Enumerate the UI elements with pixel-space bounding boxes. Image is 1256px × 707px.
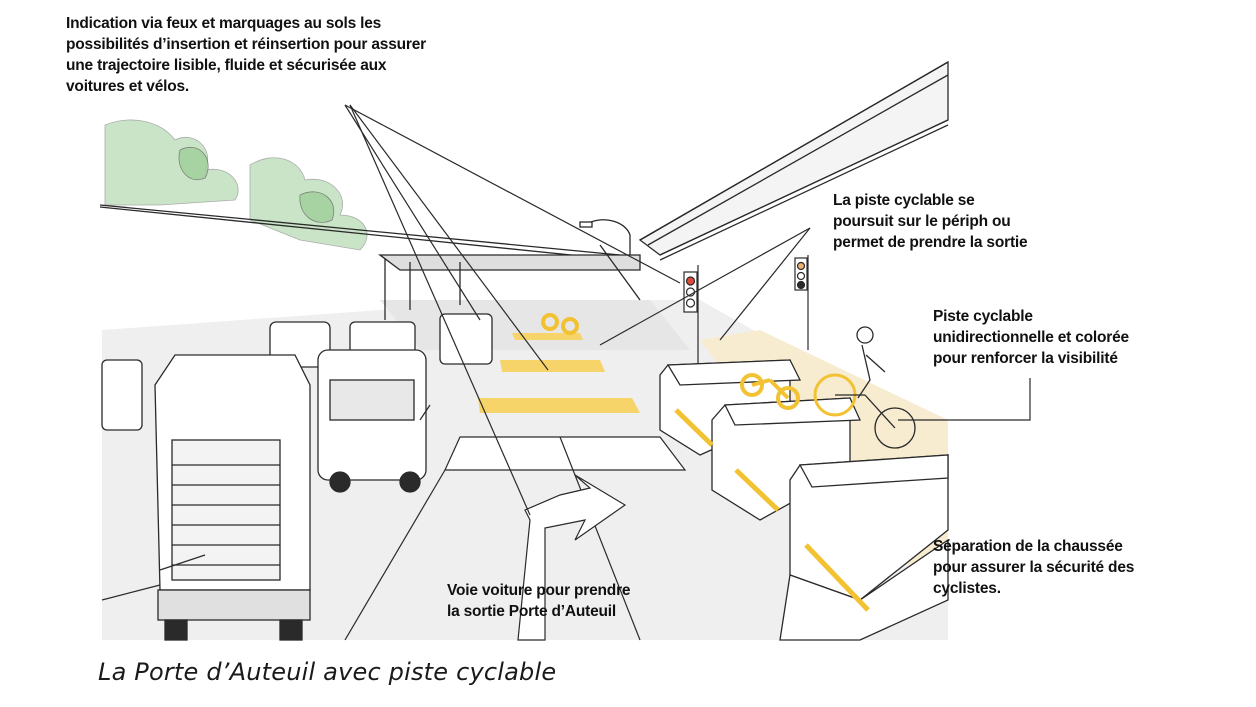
annotation-separation: Séparation de la chaussée pour assurer l… — [933, 536, 1134, 599]
truck — [154, 354, 311, 641]
overpass — [99, 60, 949, 320]
bike-symbol — [541, 313, 800, 410]
annotation-continuation-line-3: permet de prendre la sortie — [833, 234, 1028, 251]
traffic-light-near — [683, 265, 699, 375]
lane-marking — [344, 436, 687, 641]
street-lamp — [579, 219, 631, 255]
annotation-separation-line-3: cyclistes. — [933, 580, 1001, 597]
concrete-separators — [659, 359, 949, 641]
yellow-crossing-markings — [478, 333, 640, 413]
annotation-car-lane: Voie voiture pour prendre la sortie Port… — [447, 580, 631, 622]
separator-yellow-stripes — [674, 408, 870, 612]
annotation-signals: Indication via feux et marquages au sols… — [66, 13, 426, 97]
turn-arrow — [517, 474, 627, 641]
annotation-signals-line-4: voitures et vélos. — [66, 78, 190, 95]
annotation-signals-line-3: une trajectoire lisible, fluide et sécur… — [66, 57, 387, 74]
cars — [101, 313, 493, 493]
figure-caption: La Porte d’Auteuil avec piste cyclable — [98, 658, 557, 686]
foliage — [104, 119, 368, 251]
annotation-continuation-line-1: La piste cyclable se — [833, 192, 975, 209]
road-far-shading — [380, 300, 690, 350]
annotation-continuation: La piste cyclable se poursuit sur le pér… — [833, 190, 1028, 253]
annotation-car-lane-line-1: Voie voiture pour prendre — [447, 582, 631, 599]
annotation-car-lane-line-2: la sortie Porte d’Auteuil — [447, 603, 616, 620]
annotation-signals-line-1: Indication via feux et marquages au sols… — [66, 15, 382, 32]
annotation-colored-lane-line-1: Piste cyclable — [933, 308, 1033, 325]
cyclist — [813, 326, 916, 449]
annotation-continuation-line-2: poursuit sur le périph ou — [833, 213, 1011, 230]
annotation-colored-lane-line-3: pour renforcer la visibilité — [933, 350, 1118, 367]
leader-lines — [344, 104, 1031, 516]
annotation-signals-line-2: possibilités d’insertion et réinsertion … — [66, 36, 426, 53]
lane-dashes — [101, 404, 431, 601]
annotation-colored-lane: Piste cyclable unidirectionnelle et colo… — [933, 306, 1129, 369]
traffic-light-far — [794, 255, 809, 350]
annotation-colored-lane-line-2: unidirectionnelle et colorée — [933, 329, 1129, 346]
annotation-separation-line-1: Séparation de la chaussée — [933, 538, 1123, 555]
annotation-separation-line-2: pour assurer la sécurité des — [933, 559, 1135, 576]
